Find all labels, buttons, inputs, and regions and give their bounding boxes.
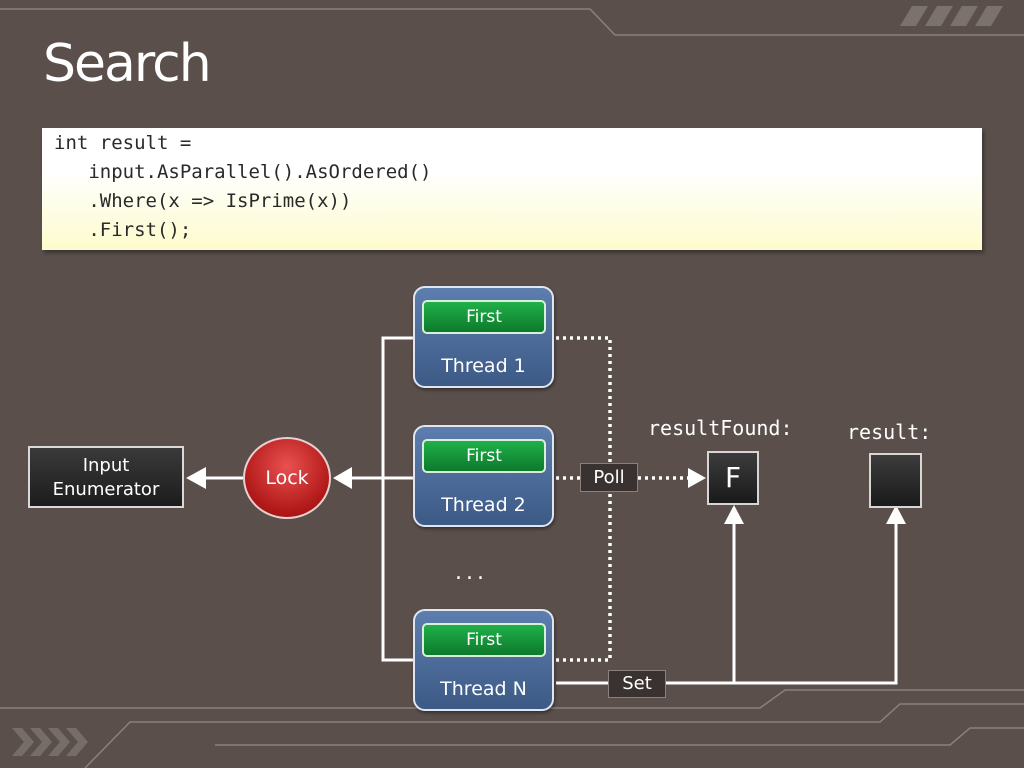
thread-n-box: First Thread N (413, 609, 554, 711)
thread-2-box: First Thread 2 (413, 425, 554, 527)
thread-label: Thread 2 (441, 494, 526, 516)
result-arrowhead (886, 505, 906, 524)
result-found-box: F (707, 451, 759, 505)
poll-dotted-lines (556, 336, 688, 662)
poll-label: Poll (580, 463, 638, 492)
set-lines (556, 522, 898, 685)
input-enumerator-line1: Input (82, 455, 130, 476)
code-snippet: int result = input.AsParallel().AsOrdere… (42, 128, 982, 250)
set-label: Set (608, 670, 666, 698)
thread-label: Thread 1 (441, 355, 526, 377)
thread-1-box: First Thread 1 (413, 286, 554, 388)
result-found-arrowhead (724, 505, 744, 524)
result-label: result: (847, 420, 932, 444)
thread-bus (381, 336, 413, 662)
result-box (869, 453, 922, 508)
lock-node: Lock (243, 437, 331, 519)
first-operator: First (422, 300, 546, 334)
more-threads-ellipsis: ... (455, 560, 488, 585)
lock-arrowhead (333, 467, 352, 489)
first-operator: First (422, 439, 546, 473)
input-enumerator-box: Input Enumerator (28, 446, 184, 508)
input-arrowhead (186, 467, 206, 489)
thread-label: Thread N (440, 678, 527, 700)
result-found-label: resultFound: (648, 416, 793, 440)
code-line: .First(); (54, 219, 192, 241)
slide-title: Search (43, 34, 212, 94)
code-line: .Where(x => IsPrime(x)) (54, 190, 352, 212)
poll-arrowhead (688, 468, 706, 488)
code-line: input.AsParallel().AsOrdered() (54, 161, 432, 183)
code-line: int result = (54, 132, 192, 154)
input-enumerator-line2: Enumerator (52, 479, 160, 500)
first-operator: First (422, 623, 546, 657)
